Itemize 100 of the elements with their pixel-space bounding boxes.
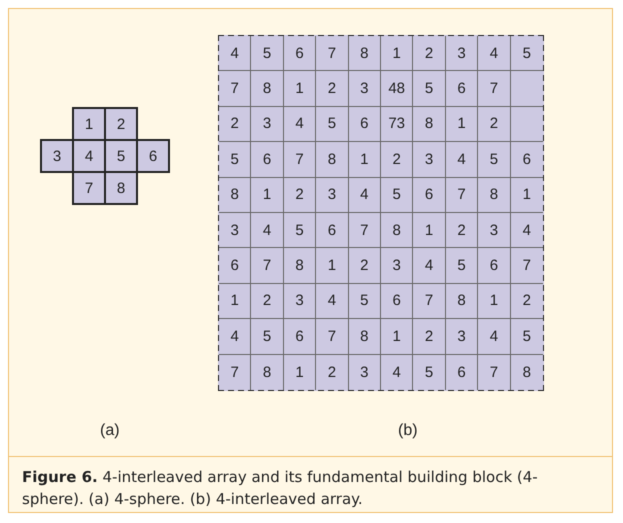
table-cell: 2 xyxy=(284,178,316,213)
table-cell: 4 xyxy=(446,142,478,178)
table-cell: 6 xyxy=(510,142,543,178)
table-cell: 4 xyxy=(284,106,316,142)
table-cell: 6 xyxy=(478,248,511,284)
table-cell: 3 xyxy=(348,354,381,390)
table-cell: 4 xyxy=(251,213,284,248)
table-cell: 4 xyxy=(478,36,511,72)
table-cell: 3 xyxy=(251,106,284,142)
table-cell: 7 xyxy=(478,71,511,107)
table-cell: 7 xyxy=(446,178,478,213)
table-cell: 6 xyxy=(446,71,478,107)
table-cell: 4 xyxy=(219,319,252,355)
table-cell: 3 xyxy=(316,178,349,213)
table-cell: 7 xyxy=(219,354,252,390)
table-cell: 73 xyxy=(381,106,414,142)
table-cell: 8 xyxy=(510,354,543,390)
table-cell: 2 xyxy=(316,354,349,390)
figure-caption: Figure 6. 4-interleaved array and its fundamental building block (4-sphere). (a) 4-sphere. (b) 4-interleaved array. xyxy=(22,467,539,510)
table-cell: 6 xyxy=(446,354,478,390)
table-cell: 8 xyxy=(251,71,284,107)
table-cell: 1 xyxy=(446,106,478,142)
table-cell: 3 xyxy=(413,142,446,178)
table-cell: 5 xyxy=(413,354,446,390)
table-cell: 6 xyxy=(413,178,446,213)
table-cell: 2 xyxy=(316,71,349,107)
table-cell: 8 xyxy=(446,284,478,320)
table-cell: 7 xyxy=(478,354,511,390)
table-cell: 1 xyxy=(510,178,543,213)
table-cell: 1 xyxy=(348,142,381,178)
table-cell: 6 xyxy=(219,248,252,284)
table-cell: 1 xyxy=(413,213,446,248)
table-cell: 8 xyxy=(348,36,381,72)
table-cell: 6 xyxy=(136,139,170,173)
table-cell: 8 xyxy=(381,213,414,248)
panel-label: (b) xyxy=(398,422,418,440)
table-cell: 4 xyxy=(219,36,252,72)
table-cell: 8 xyxy=(251,354,284,390)
table-cell: 7 xyxy=(510,248,543,284)
table-cell: 8 xyxy=(316,142,349,178)
table-cell: 2 xyxy=(446,213,478,248)
table-cell: 3 xyxy=(446,36,478,72)
table-cell: 4 xyxy=(478,319,511,355)
table-cell: 2 xyxy=(104,107,138,141)
table-cell: 8 xyxy=(348,319,381,355)
table-cell: 6 xyxy=(381,284,414,320)
table-cell: 5 xyxy=(251,36,284,72)
table-cell: 5 xyxy=(381,178,414,213)
table-cell: 7 xyxy=(316,36,349,72)
table-cell: 7 xyxy=(413,284,446,320)
table-cell: 2 xyxy=(413,36,446,72)
table-cell: 8 xyxy=(284,248,316,284)
table-cell: 8 xyxy=(104,171,138,205)
table-cell: 3 xyxy=(284,284,316,320)
table-cell: 1 xyxy=(381,319,414,355)
table-cell: 1 xyxy=(381,36,414,72)
table-cell: 1 xyxy=(284,71,316,107)
table-cell: 2 xyxy=(251,284,284,320)
table-cell: 5 xyxy=(284,213,316,248)
table-cell: 7 xyxy=(348,213,381,248)
table-cell: 7 xyxy=(72,171,106,205)
table-cell: 7 xyxy=(284,142,316,178)
panel-label: (a) xyxy=(100,422,120,440)
table-cell: 7 xyxy=(219,71,252,107)
table-cell: 3 xyxy=(446,319,478,355)
table-cell: 2 xyxy=(348,248,381,284)
table-cell: 6 xyxy=(284,319,316,355)
table-cell: 4 xyxy=(348,178,381,213)
table-cell: 3 xyxy=(478,213,511,248)
table-cell: 5 xyxy=(316,106,349,142)
table-cell: 3 xyxy=(348,71,381,107)
table-cell: 6 xyxy=(251,142,284,178)
table-cell: 6 xyxy=(284,36,316,72)
table-cell: 48 xyxy=(381,71,414,107)
table-cell: 5 xyxy=(510,36,543,72)
table-cell: 7 xyxy=(316,319,349,355)
table-cell: 3 xyxy=(381,248,414,284)
table-cell: 5 xyxy=(446,248,478,284)
table-cell: 4 xyxy=(510,213,543,248)
table-cell: 2 xyxy=(510,284,543,320)
table-cell: 7 xyxy=(251,248,284,284)
table-cell: 5 xyxy=(510,319,543,355)
table-cell: 3 xyxy=(219,213,252,248)
table-cell: 1 xyxy=(219,284,252,320)
table-cell: 1 xyxy=(251,178,284,213)
table-cell: 4 xyxy=(316,284,349,320)
table-cell: 4 xyxy=(413,248,446,284)
table-cell: 8 xyxy=(219,178,252,213)
table-cell: 1 xyxy=(316,248,349,284)
table-cell: 1 xyxy=(478,284,511,320)
table-cell: 8 xyxy=(413,106,446,142)
table-cell: 4 xyxy=(381,354,414,390)
table-cell: 1 xyxy=(284,354,316,390)
table-cell: 5 xyxy=(219,142,252,178)
table-cell: 2 xyxy=(219,106,252,142)
table-cell: 2 xyxy=(381,142,414,178)
table-cell: 2 xyxy=(478,106,511,142)
table-cell: 5 xyxy=(478,142,511,178)
table-cell: 3 xyxy=(40,139,74,173)
table-cell: 2 xyxy=(413,319,446,355)
